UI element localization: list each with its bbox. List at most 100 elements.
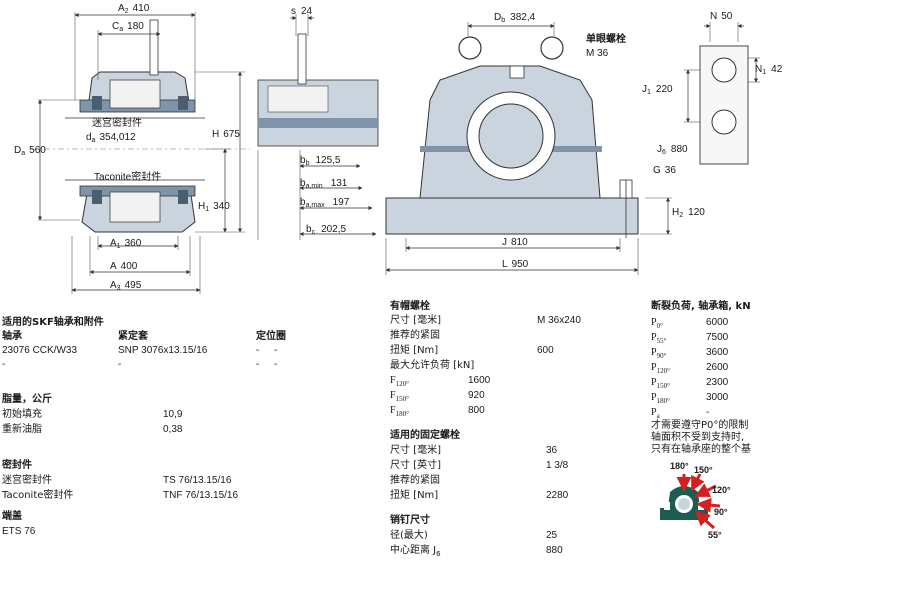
fix-bolts-torque-value: 2280 bbox=[546, 490, 569, 501]
p0-value: 6000 bbox=[706, 317, 729, 328]
angle-labels: 180° 150° 120° 90° 55° bbox=[670, 461, 731, 540]
applicable-row2-ring-b: - bbox=[274, 359, 278, 370]
end-cover-value: ETS 76 bbox=[2, 526, 36, 537]
dowel-dia-label: 径(最大) bbox=[390, 530, 428, 541]
breaking-load-title: 断裂负荷, 轴承箱, kN bbox=[651, 301, 751, 312]
grease-relube-label: 重新油脂 bbox=[2, 424, 42, 435]
foot-detail bbox=[684, 22, 760, 165]
load-arrows bbox=[676, 473, 721, 530]
p120: P120° bbox=[651, 362, 670, 375]
angle-90: 90° bbox=[714, 507, 728, 517]
cap-bolts-torque-label: 扭矩 [Nm] bbox=[390, 345, 439, 356]
applicable-header-sleeve: 紧定套 bbox=[118, 331, 148, 342]
load-direction-diagram: 180° 150° 120° 90° 55° bbox=[660, 461, 731, 540]
p180: P180° bbox=[651, 392, 670, 405]
applicable-row-sleeve: SNP 3076x13.15/16 bbox=[118, 345, 208, 356]
fix-bolts-torque-title: 推荐的紧固 bbox=[390, 475, 440, 486]
label-eye-bolt-size: M 36 bbox=[586, 48, 609, 59]
fix-bolts-mm-value: 36 bbox=[546, 445, 558, 456]
grease-initial-label: 初始填充 bbox=[2, 409, 42, 420]
fix-bolts-title: 适用的固定螺栓 bbox=[390, 430, 460, 441]
pa-value: - bbox=[706, 407, 710, 418]
fix-bolts-in-label: 尺寸 [英寸] bbox=[390, 460, 441, 471]
breaking-note-3: 只有在轴承座的整个基 bbox=[651, 444, 751, 455]
load-f180-value: 800 bbox=[468, 405, 485, 416]
dowel-dist-label: 中心距离 J6 bbox=[390, 545, 441, 558]
angle-120: 120° bbox=[712, 485, 731, 495]
angle-150: 150° bbox=[694, 465, 713, 475]
p180-value: 3000 bbox=[706, 392, 729, 403]
p55-value: 7500 bbox=[706, 332, 729, 343]
p150: P150° bbox=[651, 377, 670, 390]
fix-bolts-mm-label: 尺寸 [毫米] bbox=[390, 445, 441, 456]
p150-value: 2300 bbox=[706, 377, 729, 388]
label-eye-bolt: 单眼螺栓 bbox=[586, 32, 626, 45]
dowel-dia-value: 25 bbox=[546, 530, 558, 541]
applicable-row2-sleeve: - bbox=[118, 359, 122, 370]
side-view bbox=[257, 14, 379, 240]
load-f120: F120° bbox=[390, 375, 409, 388]
p90: P90° bbox=[651, 347, 667, 360]
seals-labyrinth-label: 迷宫密封件 bbox=[2, 475, 52, 486]
seals-taconite-value: TNF 76/13.15/16 bbox=[163, 490, 239, 501]
dowel-title: 销钉尺寸 bbox=[390, 515, 430, 526]
p120-value: 2600 bbox=[706, 362, 729, 373]
applicable-row-ring-a: - bbox=[256, 345, 260, 356]
applicable-row2-bearing: - bbox=[2, 359, 6, 370]
applicable-row-ring-b: - bbox=[274, 345, 278, 356]
p55: P55° bbox=[651, 332, 667, 345]
breaking-note-2: 轴面积不受到支持时, bbox=[651, 432, 745, 443]
cap-bolts-size-value: M 36x240 bbox=[537, 315, 581, 326]
grease-relube-value: 0,38 bbox=[163, 424, 183, 435]
grease-initial-value: 10,9 bbox=[163, 409, 183, 420]
angle-55: 55° bbox=[708, 530, 722, 540]
seals-title: 密封件 bbox=[2, 460, 32, 471]
applicable-header-bearing: 轴承 bbox=[2, 331, 22, 342]
breaking-note-1: 才需要遵守P0°的限制 bbox=[651, 420, 749, 431]
cap-bolts-size-label: 尺寸 [毫米] bbox=[390, 315, 441, 326]
cap-bolts-torque-value: 600 bbox=[537, 345, 554, 356]
p0: P0° bbox=[651, 317, 663, 330]
grease-title: 脂量，公斤 bbox=[2, 394, 52, 405]
label-labyrinth: 迷宫密封件 bbox=[92, 116, 142, 129]
fix-bolts-in-value: 1 3/8 bbox=[546, 460, 569, 471]
section-view bbox=[30, 12, 250, 294]
applicable-row-bearing: 23076 CCK/W33 bbox=[2, 345, 78, 356]
angle-180: 180° bbox=[670, 461, 689, 471]
applicable-row2-ring-a: - bbox=[256, 359, 260, 370]
applicable-header-ring: 定位圈 bbox=[256, 331, 286, 342]
front-view bbox=[385, 22, 672, 275]
load-f150: F150° bbox=[390, 390, 409, 403]
dowel-dist-value: 880 bbox=[546, 545, 563, 556]
cap-bolts-title: 有帽螺栓 bbox=[390, 301, 430, 312]
load-f150-value: 920 bbox=[468, 390, 485, 401]
label-taconite: Taconite密封件 bbox=[94, 170, 161, 183]
applicable-title: 适用的SKF轴承和附件 bbox=[2, 317, 104, 328]
cap-bolts-torque-title: 推荐的紧固 bbox=[390, 330, 440, 341]
cap-bolts-load-title: 最大允许负荷 [kN] bbox=[390, 360, 475, 371]
